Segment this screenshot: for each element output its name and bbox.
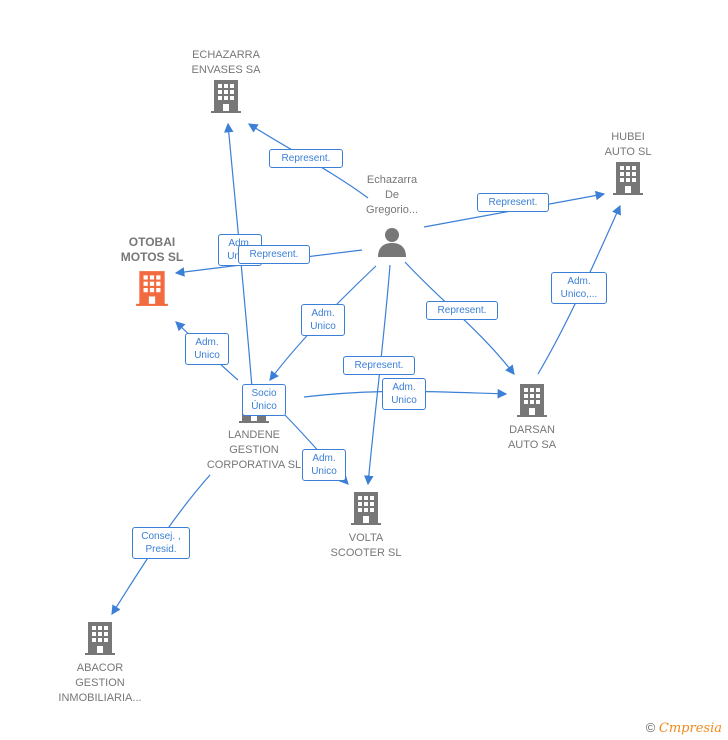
edge-label[interactable]: Represent. xyxy=(269,149,343,168)
building-icon xyxy=(517,384,547,417)
building-icon xyxy=(351,492,381,525)
node-abacor[interactable]: ABACOR GESTION INMOBILIARIA... xyxy=(48,620,152,706)
edge-label[interactable]: Consej. , Presid. xyxy=(132,527,190,559)
building-icon xyxy=(613,162,643,195)
node-darsan[interactable]: DARSAN AUTO SA xyxy=(492,382,572,453)
node-otobai[interactable]: OTOBAI MOTOS SL xyxy=(104,235,200,312)
building-icon xyxy=(136,271,168,306)
edge-label[interactable]: Adm. Unico xyxy=(301,304,345,336)
brand-logo: Cmpresia xyxy=(659,721,722,736)
node-person[interactable]: Echazarra De Gregorio... xyxy=(352,173,432,263)
edge-label[interactable]: Adm. Unico xyxy=(382,378,426,410)
footer-brand: © Cmpresia xyxy=(646,720,722,736)
copyright-icon: © xyxy=(645,720,656,735)
node-label: HUBEI AUTO SL xyxy=(604,131,652,158)
node-label: DARSAN AUTO SA xyxy=(507,424,557,451)
edge-label[interactable]: Represent. xyxy=(343,356,415,375)
edge-label[interactable]: Adm. Unico,... xyxy=(551,272,607,304)
brand-name: mpresia xyxy=(668,721,722,736)
node-landene[interactable]: LANDENE GESTION CORPORATIVA SL xyxy=(198,428,310,473)
node-label: ABACOR GESTION INMOBILIARIA... xyxy=(58,662,142,704)
node-label: LANDENE GESTION CORPORATIVA SL xyxy=(206,429,302,471)
edge-label[interactable]: Adm. Unico xyxy=(302,449,346,481)
building-icon xyxy=(85,622,115,655)
node-label: ECHAZARRA ENVASES SA xyxy=(191,49,261,76)
edge-label[interactable]: Socio Único xyxy=(242,384,286,416)
node-hubei[interactable]: HUBEI AUTO SL xyxy=(592,130,664,201)
person-icon xyxy=(378,228,406,257)
brand-initial: C xyxy=(658,721,669,736)
edge-label[interactable]: Represent. xyxy=(477,193,549,212)
edge-label[interactable]: Adm. Unico xyxy=(185,333,229,365)
edge-label[interactable]: Represent. xyxy=(238,245,310,264)
node-echazarra-envases[interactable]: ECHAZARRA ENVASES SA xyxy=(170,48,282,119)
node-label: VOLTA SCOOTER SL xyxy=(330,532,402,559)
node-label: Echazarra De Gregorio... xyxy=(366,174,418,216)
node-volta[interactable]: VOLTA SCOOTER SL xyxy=(318,490,414,561)
building-icon xyxy=(211,80,241,113)
edge-label[interactable]: Represent. xyxy=(426,301,498,320)
node-label: OTOBAI MOTOS SL xyxy=(120,235,184,264)
